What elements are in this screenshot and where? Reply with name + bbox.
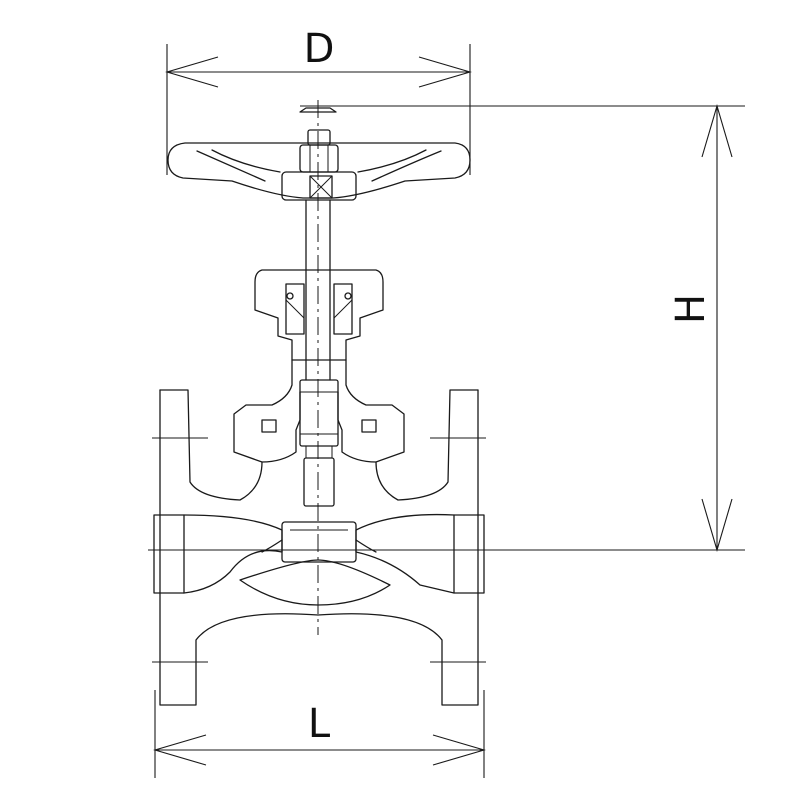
dim-h-label: H: [668, 294, 714, 324]
bonnet-right: [337, 359, 405, 463]
handwheel: [167, 107, 471, 201]
valve-disc: [281, 521, 357, 563]
bonnet: [233, 359, 405, 507]
seat-left: [261, 539, 283, 553]
gland-bolt-left: [286, 292, 294, 300]
dim-d-arrow-left: [165, 56, 219, 88]
dim-l-label: L: [308, 701, 331, 747]
stem-nut: [299, 379, 339, 447]
passage-right: [355, 513, 455, 594]
dimension-l: L: [153, 690, 486, 778]
dim-d-label: D: [304, 26, 335, 72]
body-upper-right: [375, 389, 479, 501]
flange-face-left: [153, 514, 185, 594]
passage-left: [183, 514, 283, 594]
dim-h-arrow-bottom: [701, 498, 733, 552]
handwheel-spoke-right-2: [357, 149, 427, 173]
bonnet-bolt-left: [261, 419, 277, 433]
dim-l-arrow-left: [153, 734, 207, 766]
packing-left: [285, 283, 305, 335]
stem-top-thread: [307, 129, 331, 146]
handwheel-spoke-right: [371, 150, 442, 182]
dim-d-arrow-right: [418, 56, 472, 88]
dimension-d: D: [165, 26, 472, 175]
bonnet-bolt-right: [361, 419, 377, 433]
top-cap-nut: [299, 107, 337, 113]
body-outline: [159, 389, 479, 706]
disc-stem-end: [303, 457, 335, 507]
seat-right: [355, 539, 377, 553]
flange-face-right: [453, 514, 485, 594]
passage-bottom: [239, 559, 391, 606]
valve-stem: [305, 199, 331, 381]
body-upper-left: [159, 389, 263, 501]
handwheel-spoke-left: [196, 150, 266, 182]
gland-packing: [254, 269, 384, 361]
square-drive-cross-2: [309, 175, 333, 199]
gland-bolt-right: [344, 292, 352, 300]
dim-l-arrow-right: [432, 734, 486, 766]
dim-h-arrow-top: [701, 104, 733, 158]
gland-flange: [254, 269, 384, 361]
packing-left-hatch: [285, 299, 305, 319]
valve-body: [152, 389, 486, 706]
dimension-h: H: [148, 104, 745, 552]
handwheel-rim: [167, 142, 471, 199]
packing-right: [333, 283, 353, 335]
handwheel-nut: [299, 144, 339, 173]
square-drive: [309, 175, 333, 199]
packing-right-hatch: [333, 299, 353, 319]
bonnet-left: [233, 359, 301, 463]
handwheel-spoke-left-2: [211, 149, 281, 173]
